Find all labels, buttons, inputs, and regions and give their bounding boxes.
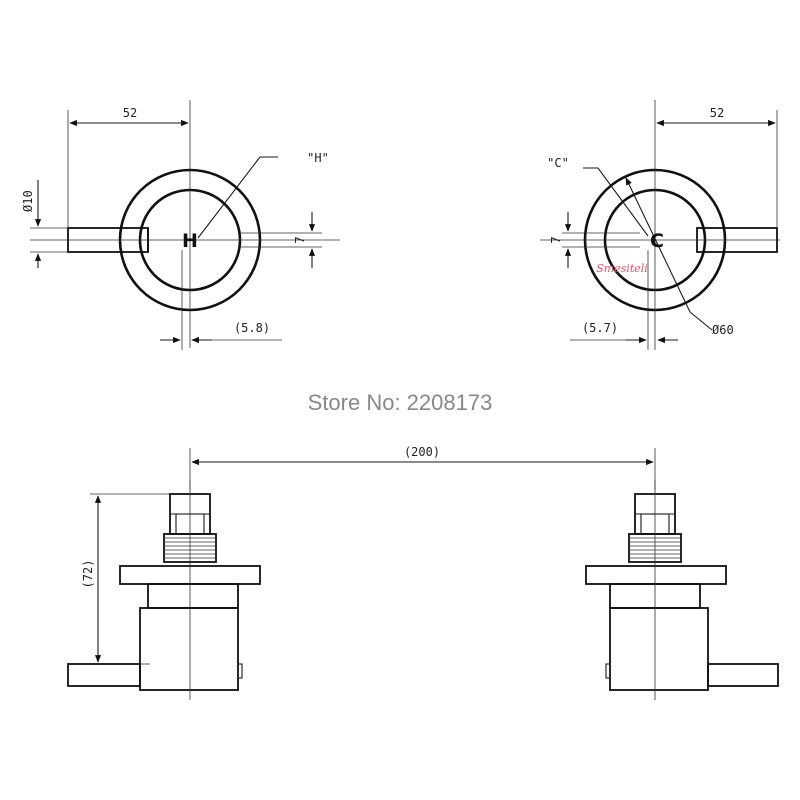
left-lever-side bbox=[67, 663, 141, 687]
side-view: (200) (72) bbox=[67, 445, 779, 700]
left-top-view: 52 Ø10 7 (5.8) "H" H bbox=[21, 100, 340, 350]
right-callout-label: "C" bbox=[547, 156, 569, 170]
left-callout-leader bbox=[197, 156, 278, 239]
left-offset-dim-label: (5.8) bbox=[234, 321, 270, 335]
right-callout-leader bbox=[583, 167, 649, 237]
left-grub-screw bbox=[237, 663, 243, 679]
cold-marker-letter: C bbox=[650, 230, 664, 252]
right-body-lower bbox=[609, 607, 709, 691]
right-diameter-leader bbox=[625, 177, 691, 313]
right-diameter-dim-label: Ø60 bbox=[712, 323, 734, 337]
right-handle-dim-label: 7 bbox=[549, 236, 563, 243]
height-dim-label: (72) bbox=[81, 560, 95, 589]
right-flange bbox=[585, 565, 727, 585]
right-width-dim-label: 52 bbox=[710, 106, 724, 120]
left-handle-dim-label: 7 bbox=[293, 236, 307, 243]
left-valve-side bbox=[67, 480, 261, 700]
store-label: Store No: 2208173 bbox=[308, 390, 493, 415]
right-grub-screw bbox=[605, 663, 611, 679]
left-body-lower bbox=[139, 607, 239, 691]
right-valve-side bbox=[585, 480, 779, 700]
right-lever-side bbox=[707, 663, 779, 687]
hot-marker-letter: H bbox=[182, 230, 198, 252]
right-offset-dim-label: (5.7) bbox=[582, 321, 618, 335]
left-diameter-dim-label: Ø10 bbox=[21, 190, 35, 212]
spacing-dim-label: (200) bbox=[404, 445, 440, 459]
watermark-text: Smesiteli bbox=[596, 262, 648, 275]
right-top-view: 52 7 (5.7) Ø60 "C" C Smesiteli bbox=[540, 100, 780, 350]
left-body-upper bbox=[147, 583, 239, 609]
left-width-dim-label: 52 bbox=[123, 106, 137, 120]
left-callout-label: "H" bbox=[307, 151, 329, 165]
